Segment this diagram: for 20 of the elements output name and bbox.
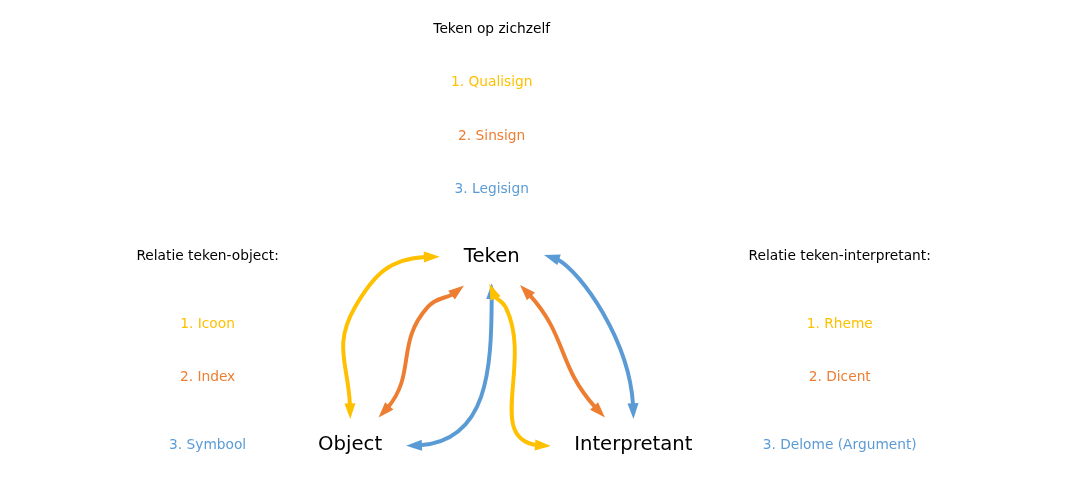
arrow bbox=[544, 254, 639, 420]
arrow bbox=[378, 285, 464, 418]
label: 2. Index bbox=[179, 368, 236, 385]
label: Relatie teken-interpretant: bbox=[748, 247, 931, 264]
label: 3. Legisign bbox=[454, 179, 529, 196]
node-text: Object bbox=[318, 432, 383, 456]
label: 3. Delome (Argument) bbox=[762, 436, 917, 453]
label: 1. Icoon bbox=[180, 315, 235, 332]
arrow bbox=[489, 283, 551, 451]
label: Relatie teken-object: bbox=[136, 247, 279, 264]
label: 1. Qualisign bbox=[450, 73, 533, 90]
label: 2. Sinsign bbox=[458, 126, 526, 143]
label: Teken op zichzelf bbox=[433, 20, 551, 37]
label: 2. Dicent bbox=[808, 368, 871, 385]
label: 3. Symbool bbox=[169, 436, 247, 453]
arrow bbox=[520, 284, 605, 418]
label: 1. Rheme bbox=[806, 315, 873, 332]
arrow bbox=[341, 251, 440, 420]
node-text: Interpretant bbox=[574, 432, 693, 456]
node-text: Teken bbox=[463, 243, 520, 267]
